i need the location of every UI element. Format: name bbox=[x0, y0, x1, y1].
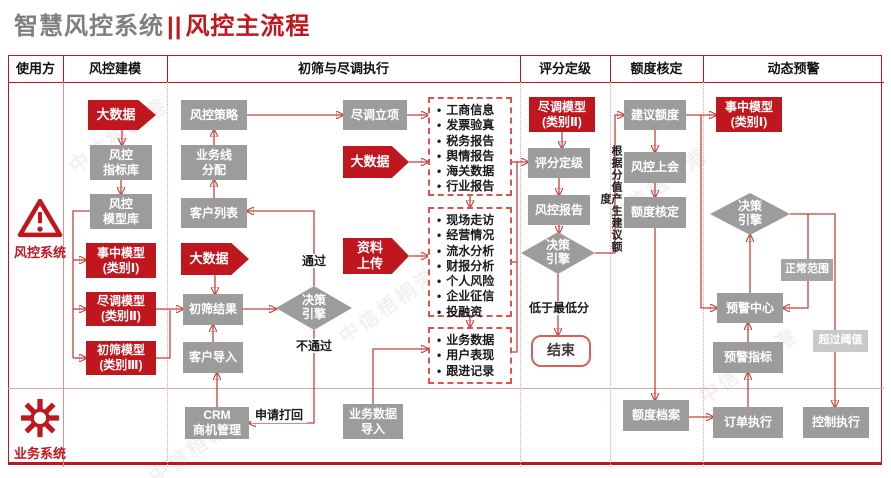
dashed-list-item: 投融资 bbox=[437, 305, 508, 320]
risk-report: 风控报告 bbox=[528, 195, 590, 225]
duediligence-data-list: 现场走访经营情况流水分析财报分析个人风险企业征信投融资 bbox=[428, 207, 512, 320]
lane-header-modeling: 风控建模 bbox=[88, 61, 141, 76]
lane-divider bbox=[63, 55, 64, 467]
lane-header-screening: 初筛与尽调执行 bbox=[297, 61, 389, 76]
dashed-list-item: 跟进记录 bbox=[437, 364, 508, 379]
lane-divider bbox=[703, 55, 704, 467]
lane-divider-header bbox=[610, 55, 611, 82]
dashed-list-item: 海关数据 bbox=[437, 164, 508, 179]
warning-center: 预警中心 bbox=[717, 293, 783, 323]
end-node: 结束 bbox=[531, 335, 591, 367]
title-separator: || bbox=[167, 13, 183, 40]
business-data-import: 业务数据 导入 bbox=[343, 404, 403, 439]
label-below-minimum: 低于最低分 bbox=[524, 301, 594, 315]
lane-divider-header bbox=[167, 55, 168, 82]
dashed-list-item: 用户表现 bbox=[437, 348, 508, 363]
dashed-list-item: 税务报告 bbox=[437, 134, 508, 149]
warning-inprocess-model-cat1: 事中模型 (类别Ⅰ) bbox=[716, 97, 782, 132]
system-row-divider bbox=[8, 388, 884, 389]
label-exceed-threshold: 超过阈值 bbox=[813, 330, 868, 352]
lane-divider-header bbox=[703, 55, 704, 82]
label-pass: 通过 bbox=[294, 254, 334, 268]
dashed-list-item: 经营情况 bbox=[437, 228, 508, 243]
warning-indicators: 预警指标 bbox=[713, 342, 783, 373]
warning-triangle-icon bbox=[17, 198, 63, 238]
gear-icon bbox=[20, 398, 60, 438]
quota-verification: 额度核定 bbox=[624, 197, 686, 228]
actor-label-risk-system: 风控系统 bbox=[13, 245, 66, 260]
quota-archive: 额度档案 bbox=[623, 400, 689, 431]
risk-committee-meeting: 风控上会 bbox=[624, 152, 686, 183]
dashed-list-item: 发票验真 bbox=[437, 118, 508, 133]
label-suggested-quota-note: 根据分值产生建议额度 bbox=[599, 144, 622, 253]
order-execution: 订单执行 bbox=[713, 407, 783, 438]
suggested-quota: 建议额度 bbox=[624, 100, 686, 130]
customer-list: 客户列表 bbox=[181, 198, 247, 228]
business-track-list: 业务数据用户表现跟进记录 bbox=[428, 327, 512, 384]
lane-divider-header bbox=[520, 55, 521, 82]
score-grading: 评分定级 bbox=[528, 148, 590, 178]
title-process-name: 风控主流程 bbox=[185, 13, 311, 40]
label-fail: 不通过 bbox=[288, 339, 340, 353]
title-system-name: 智慧风控系统 bbox=[14, 13, 164, 40]
label-return-application: 申请打回 bbox=[251, 407, 307, 423]
actor-business-system: 业务系统 bbox=[12, 396, 68, 462]
actor-label-business-system: 业务系统 bbox=[13, 446, 66, 461]
screening-result: 初筛结果 bbox=[183, 294, 243, 325]
dashed-list-item: 工商信息 bbox=[437, 103, 508, 118]
risk-model-library: 风控 模型库 bbox=[90, 194, 152, 229]
dashed-list-item: 个人风险 bbox=[437, 274, 508, 289]
duediligence-model-cat2: 尽调模型 (类别Ⅱ) bbox=[86, 292, 156, 326]
actor-risk-system: 风控系统 bbox=[12, 197, 68, 261]
header-divider-line bbox=[8, 82, 884, 83]
label-normal-range: 正常范围 bbox=[781, 259, 833, 281]
lane-header-grading: 评分定级 bbox=[538, 61, 591, 76]
risk-indicator-library: 风控 指标库 bbox=[90, 145, 152, 180]
lane-divider bbox=[610, 55, 611, 467]
screening-model-cat3: 初筛模型 (类别Ⅲ) bbox=[86, 341, 156, 375]
customer-import: 客户导入 bbox=[183, 342, 243, 373]
lane-divider-header bbox=[63, 55, 64, 82]
external-data-list: 工商信息发票验真税务报告舆情报告海关数据行业报告 bbox=[428, 97, 512, 196]
lane-header-warning: 动态预警 bbox=[767, 61, 820, 76]
duediligence-project: 尽调立项 bbox=[343, 100, 407, 130]
lane-divider bbox=[520, 55, 521, 467]
dashed-list-item: 企业征信 bbox=[437, 289, 508, 304]
lane-divider bbox=[167, 55, 168, 467]
lane-header-quota: 额度核定 bbox=[630, 61, 683, 76]
dashed-list-item: 财报分析 bbox=[437, 259, 508, 274]
lane-header-row: 使用方 风控建模 初筛与尽调执行 评分定级 额度核定 动态预警 bbox=[8, 55, 884, 82]
lane-header-user: 使用方 bbox=[15, 61, 55, 76]
swimlane-frame bbox=[8, 55, 882, 465]
crm-opportunity-mgmt: CRM 商机管理 bbox=[185, 407, 249, 439]
page-title: 智慧风控系统||风控主流程 bbox=[14, 6, 310, 41]
dashed-list-item: 流水分析 bbox=[437, 244, 508, 259]
grading-duediligence-model-cat2: 尽调模型 (类别Ⅱ) bbox=[529, 97, 595, 132]
dashed-list-item: 行业报告 bbox=[437, 179, 508, 194]
inprocess-model-cat1: 事中模型 (类别Ⅰ) bbox=[86, 243, 156, 278]
dashed-list-item: 业务数据 bbox=[437, 333, 508, 348]
business-line-assign: 业务线 分配 bbox=[181, 145, 247, 180]
risk-strategy: 风控策略 bbox=[181, 100, 247, 130]
dashed-list-item: 舆情报告 bbox=[437, 149, 508, 164]
dashed-list-item: 现场走访 bbox=[437, 213, 508, 228]
control-execution: 控制执行 bbox=[803, 407, 869, 438]
